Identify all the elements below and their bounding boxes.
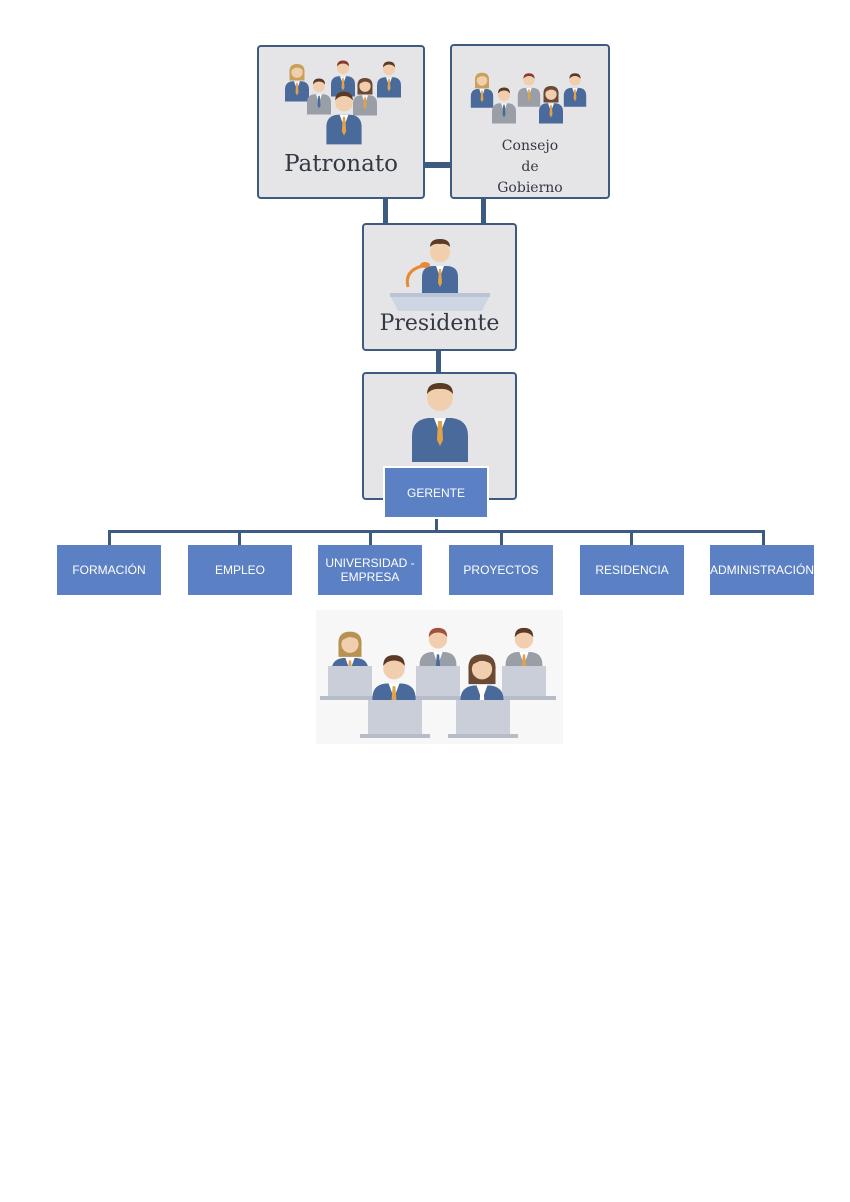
gerente-box: GERENTE: [383, 466, 489, 519]
consejo-card: Consejo de Gobierno: [450, 44, 610, 199]
group-people-icon: [285, 60, 401, 145]
drop-line-formacion: [108, 530, 111, 545]
person-figure: [470, 72, 494, 108]
staff-at-computers-icon: [320, 627, 556, 738]
monitor: [502, 666, 546, 696]
drop-line-proyectos: [500, 530, 503, 545]
presidente-title: Presidente: [379, 311, 500, 336]
desk: [448, 734, 518, 738]
consejo-title-line-1: Consejo: [501, 138, 559, 154]
person-figure: [492, 87, 516, 124]
desk: [360, 734, 430, 738]
consejo-title-line-3: Gobierno: [497, 180, 563, 196]
consejo-title-line-2: de: [521, 159, 539, 175]
speaker-podium-icon: [390, 239, 490, 311]
dept-residencia: RESIDENCIA: [580, 545, 684, 595]
patronato-card: Patronato: [257, 45, 425, 199]
dept-administracion: ADMINISTRACIÓN: [710, 545, 814, 595]
monitor: [416, 666, 460, 696]
dept-proyectos: PROYECTOS: [449, 545, 553, 595]
dept-formacion: FORMACIÓN: [57, 545, 161, 595]
monitor: [456, 700, 510, 736]
person-figure: [353, 78, 377, 116]
person-figure: [517, 73, 541, 107]
group-people-icon: [470, 72, 587, 124]
connector-patronato-presidente: [383, 198, 388, 224]
dept-empleo: EMPLEO: [188, 545, 292, 595]
person-figure: [331, 60, 355, 97]
staff-illustration: [316, 610, 563, 744]
connector-boards: [424, 162, 452, 168]
person-figure: [326, 91, 362, 145]
person-figure: [563, 73, 587, 107]
dept-universidad-empresa: UNIVERSIDAD - EMPRESA: [318, 545, 422, 595]
person-figure: [307, 78, 331, 115]
drop-line-universidad: [369, 530, 372, 545]
person-figure: [285, 64, 309, 102]
department-bus-line: [108, 530, 765, 533]
drop-line-administracion: [762, 530, 765, 545]
patronato-title: Patronato: [284, 151, 398, 177]
monitor: [368, 700, 422, 736]
presidente-card: Presidente: [362, 223, 517, 351]
connector-gerente-bus: [435, 519, 438, 531]
desk: [320, 696, 556, 700]
manager-person-icon: [412, 383, 468, 462]
drop-line-empleo: [238, 530, 241, 545]
connector-presidente-gerente: [436, 350, 441, 373]
person-figure: [539, 86, 563, 124]
drop-line-residencia: [630, 530, 633, 545]
monitor: [328, 666, 372, 696]
person-figure: [377, 61, 401, 98]
connector-consejo-presidente: [481, 198, 486, 224]
